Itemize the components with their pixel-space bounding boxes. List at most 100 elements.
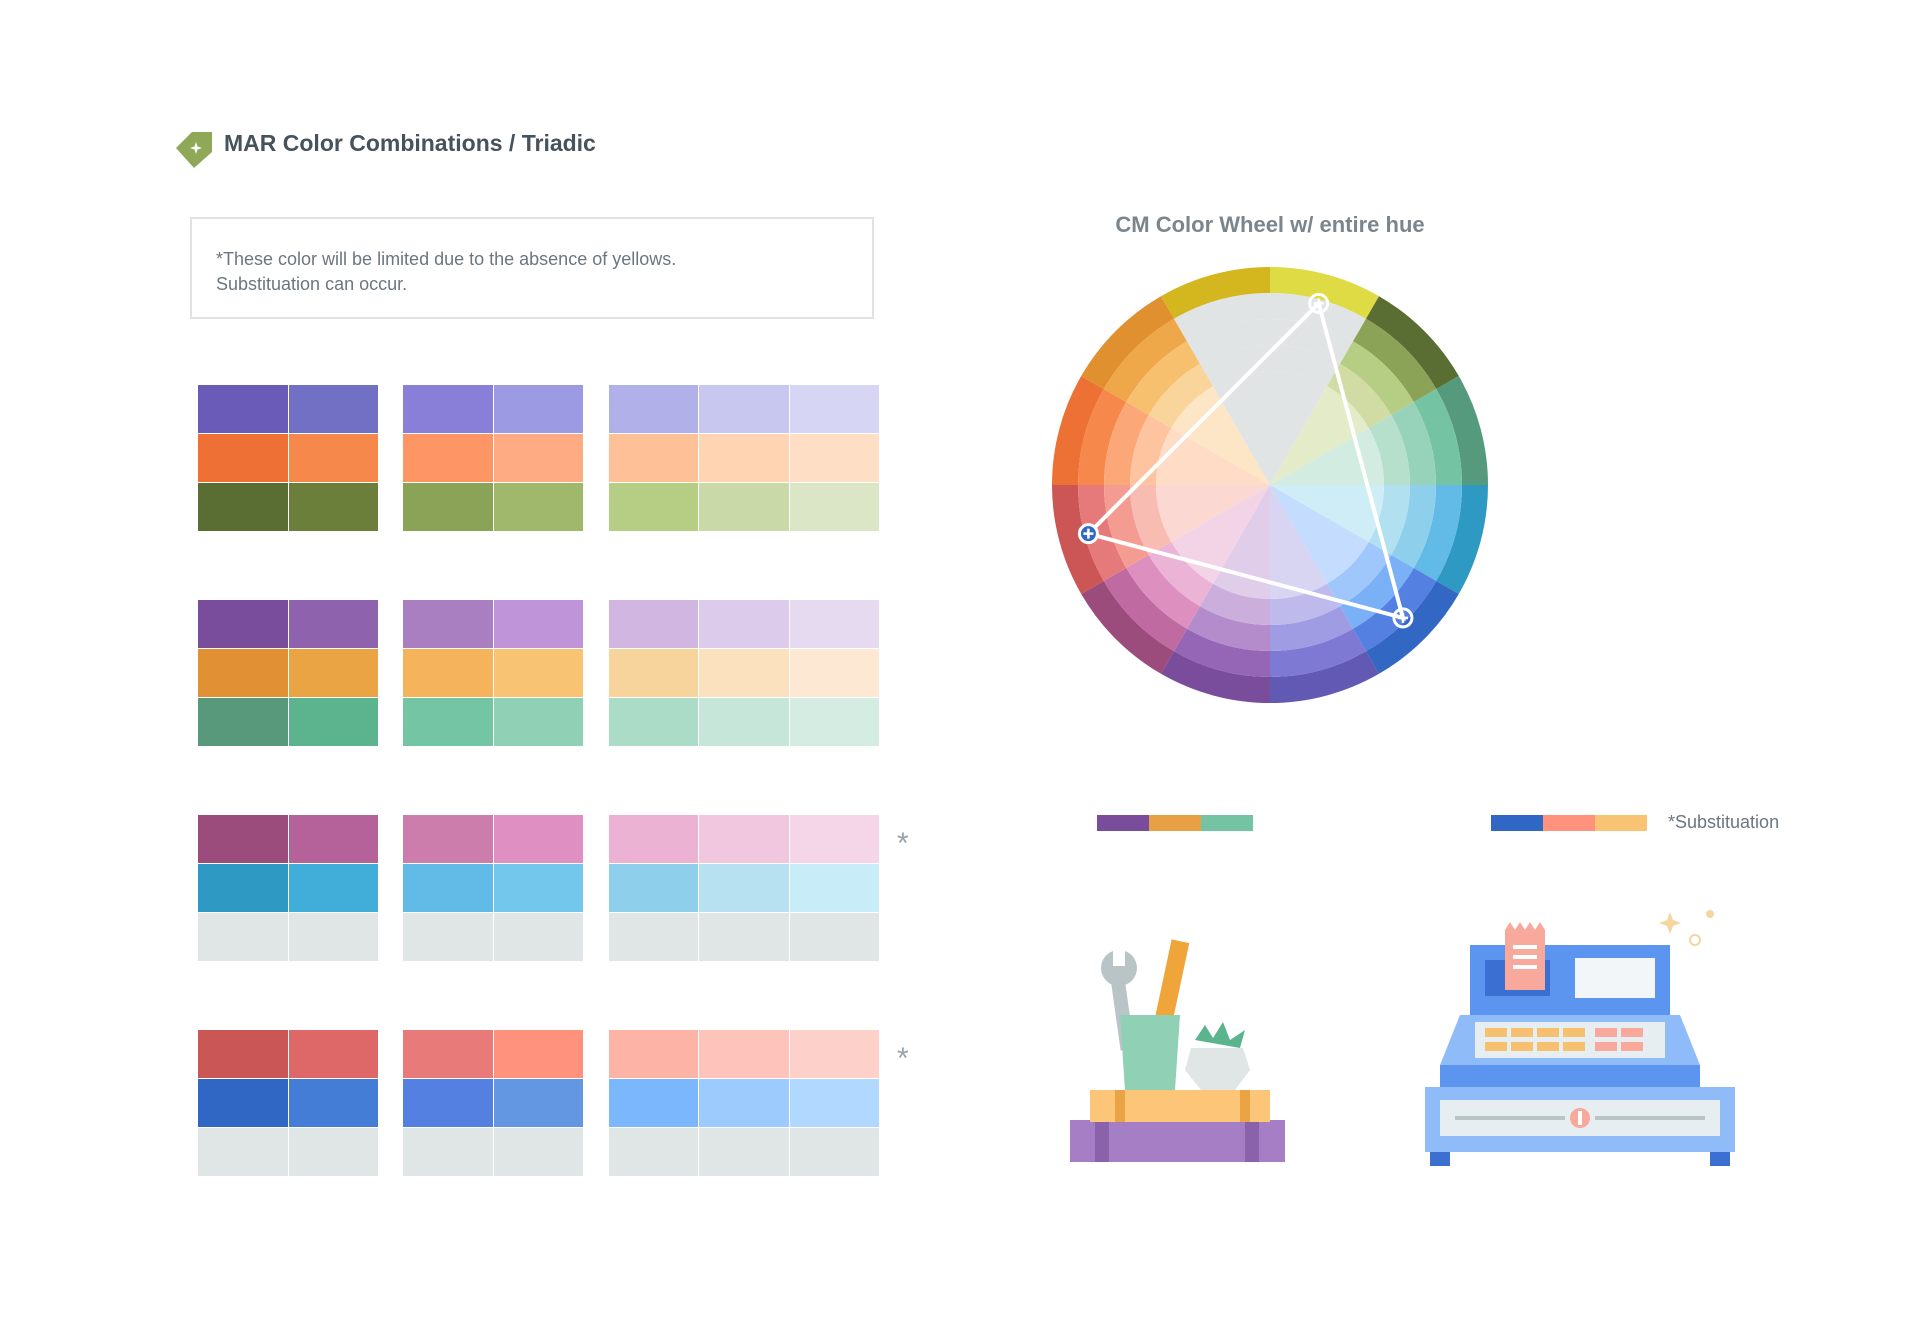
color-swatch [789,600,879,648]
color-swatch [699,600,789,648]
palette-row [609,385,879,433]
palette-row [198,815,378,863]
palette-row [403,864,583,912]
receipt-icon [1505,922,1545,990]
note-box: *These color will be limited due to the … [190,217,874,319]
palette-block [609,385,879,532]
color-swatch [789,434,879,482]
palette-row [198,864,378,912]
color-swatch [609,600,699,648]
palette-row [609,600,879,648]
palette-row [198,913,378,961]
color-swatch [288,1079,378,1127]
wheel-segment [1130,415,1172,485]
wheel-segment [1353,318,1437,402]
palette-row [198,600,378,648]
palette-row [609,1079,879,1127]
color-swatch [609,815,699,863]
wheel-segment [1130,485,1172,555]
color-swatch [403,385,493,433]
wheel-segment [1270,485,1369,584]
wheel-segment [1081,581,1174,674]
wheel-segment [1366,296,1459,389]
color-swatch [403,698,493,746]
color-swatch [403,434,493,482]
palette-row [609,483,879,531]
wheel-segment [1103,568,1187,652]
color-swatch [288,600,378,648]
color-swatch [609,864,699,912]
wheel-segment [1391,485,1436,568]
palette-row [609,815,879,863]
wheel-segment [1340,555,1414,629]
triangle-vertex-marker [1392,607,1414,629]
color-swatch [699,913,789,961]
palette-row [403,483,583,531]
color-swatch [403,815,493,863]
color-swatch [493,815,583,863]
color-swatch [493,649,583,697]
color-swatch [288,1030,378,1078]
color-wheel [1052,267,1488,703]
palette-row [403,815,583,863]
palette-row [198,1128,378,1176]
color-swatch [609,1079,699,1127]
palette-row [198,385,378,433]
palette-block [609,1030,879,1177]
wheel-segment [1366,581,1459,674]
wheel-segment [1340,341,1414,415]
color-swatch [789,864,879,912]
wheel-segment [1270,345,1340,387]
note-line-1: *These color will be limited due to the … [216,249,677,269]
palette-row [403,600,583,648]
palette-row [403,1030,583,1078]
palette-row [403,649,583,697]
strip-swatch [1491,815,1543,831]
wheel-segment [1081,296,1174,389]
color-swatch [699,1128,789,1176]
wheel-segment [1052,485,1104,594]
plus-icon [1083,528,1094,539]
wheel-segment [1436,485,1488,594]
strip-swatch [1149,815,1201,831]
wheel-segment [1270,583,1340,625]
color-swatch [609,434,699,482]
color-swatch [403,1128,493,1176]
color-swatch [493,434,583,482]
wheel-segment [1270,606,1353,651]
palette-row [403,385,583,433]
color-swatch [288,698,378,746]
color-swatch [493,1128,583,1176]
wheel-segment [1052,376,1104,485]
palette-block [403,600,583,747]
color-swatch [198,913,288,961]
color-swatch [288,483,378,531]
color-swatch [403,600,493,648]
color-swatch [699,649,789,697]
wheel-segment [1413,389,1462,485]
color-swatch [699,864,789,912]
combo-strip-left [1097,815,1253,831]
color-swatch [789,815,879,863]
palette-block [403,385,583,532]
color-swatch [493,483,583,531]
wheel-segment [1353,568,1437,652]
asterisk-marker: * [897,827,909,860]
triangle-vertex-marker [1308,292,1330,314]
wheel-segment [1156,428,1270,485]
palette-row [609,698,879,746]
palette-row [609,649,879,697]
color-swatch [609,385,699,433]
tag-icon [176,132,212,168]
wheel-segment [1156,485,1270,542]
color-swatch [609,1030,699,1078]
color-swatch [699,1030,789,1078]
palette-row [609,913,879,961]
color-swatch [789,483,879,531]
color-swatch [789,1030,879,1078]
color-swatch [403,913,493,961]
wheel-segment [1200,345,1270,387]
note-line-2: Substituation can occur. [216,274,408,294]
cash-register-illustration [1425,910,1735,1166]
wheel-segment [1270,386,1369,485]
